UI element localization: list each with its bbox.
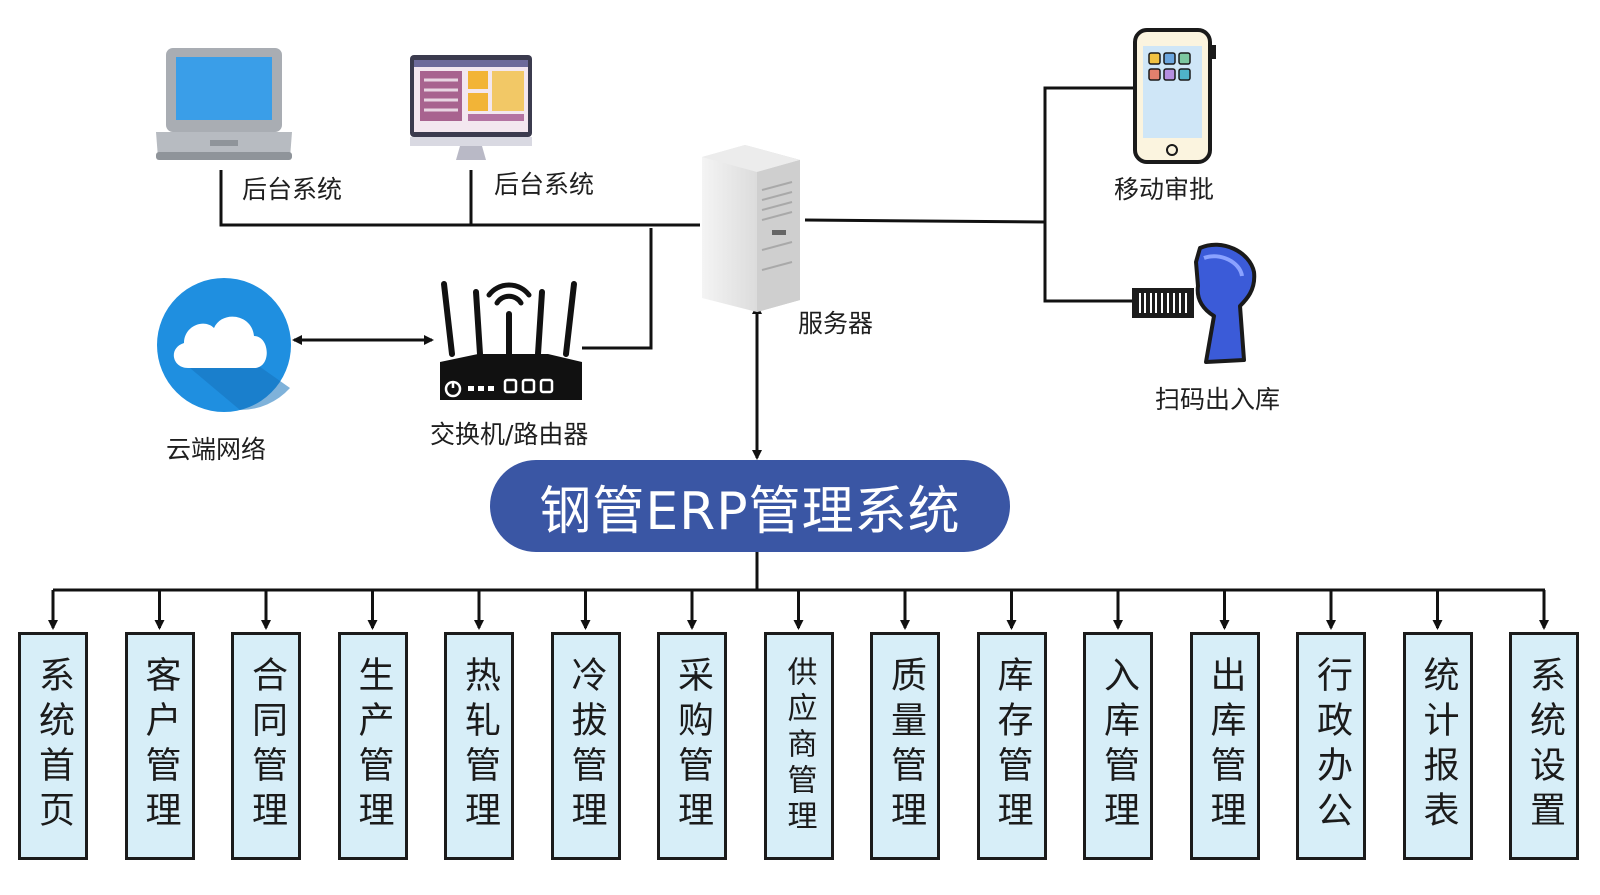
- module-box: 合同管理: [231, 632, 301, 860]
- module-label: 统计报表: [1417, 656, 1459, 836]
- module-box: 冷拔管理: [550, 632, 621, 860]
- scanner-label: 扫码出入库: [1155, 385, 1281, 414]
- mobile-label: 移动审批: [1114, 175, 1215, 204]
- backend-line: [219, 170, 700, 227]
- module-label: 生产管理: [352, 656, 394, 836]
- desktop-icon: [410, 55, 532, 160]
- module-label: 热轧管理: [459, 656, 500, 836]
- connection-lines: [48, 86, 1549, 630]
- server-label: 服务器: [798, 309, 874, 338]
- module-box: 行政办公: [1296, 632, 1366, 860]
- system-title: 钢管ERP管理系统: [490, 460, 1010, 552]
- module-label: 质量管理: [885, 656, 926, 836]
- module-box: 系统首页: [18, 632, 88, 860]
- system-title-text: 钢管ERP管理系统: [539, 481, 961, 542]
- server-icon: [702, 145, 800, 312]
- desktop-label: 后台系统: [494, 170, 595, 199]
- module-label: 冷拔管理: [565, 656, 607, 836]
- module-label: 出库管理: [1204, 656, 1246, 836]
- module-box: 入库管理: [1083, 632, 1153, 860]
- mobile-phone-icon: [1133, 28, 1216, 164]
- module-label: 供应商管理: [781, 656, 817, 836]
- module-label: 客户管理: [139, 656, 181, 836]
- module-box: 供应商管理: [763, 632, 834, 860]
- laptop-icon: [156, 48, 292, 160]
- module-label: 入库管理: [1098, 656, 1139, 836]
- module-label: 系统设置: [1524, 656, 1565, 836]
- module-box: 出库管理: [1189, 632, 1260, 860]
- module-label: 系统首页: [33, 656, 74, 836]
- cloud-icon: [157, 278, 291, 412]
- module-label: 库存管理: [991, 656, 1033, 836]
- module-label: 采购管理: [672, 656, 713, 836]
- server-to-scanner-line: [1043, 222, 1135, 303]
- module-box: 热轧管理: [444, 632, 514, 860]
- module-drop-arrows: [48, 590, 1549, 630]
- module-box: 生产管理: [337, 632, 408, 860]
- module-box: 统计报表: [1402, 632, 1473, 860]
- module-label: 行政办公: [1311, 656, 1352, 836]
- laptop-label: 后台系统: [242, 175, 343, 204]
- server-to-mobile-line: [804, 86, 1135, 224]
- module-box: 库存管理: [976, 632, 1047, 860]
- router-icon: [440, 281, 582, 400]
- module-box: 客户管理: [124, 632, 195, 860]
- cloud-label: 云端网络: [166, 435, 267, 464]
- router-label: 交换机/路由器: [430, 420, 589, 449]
- module-box: 系统设置: [1509, 632, 1579, 860]
- router-to-server-line: [582, 228, 653, 350]
- module-box: 采购管理: [657, 632, 727, 860]
- barcode-scanner-icon: [1132, 242, 1257, 364]
- module-label: 合同管理: [246, 656, 287, 836]
- module-box: 质量管理: [870, 632, 940, 860]
